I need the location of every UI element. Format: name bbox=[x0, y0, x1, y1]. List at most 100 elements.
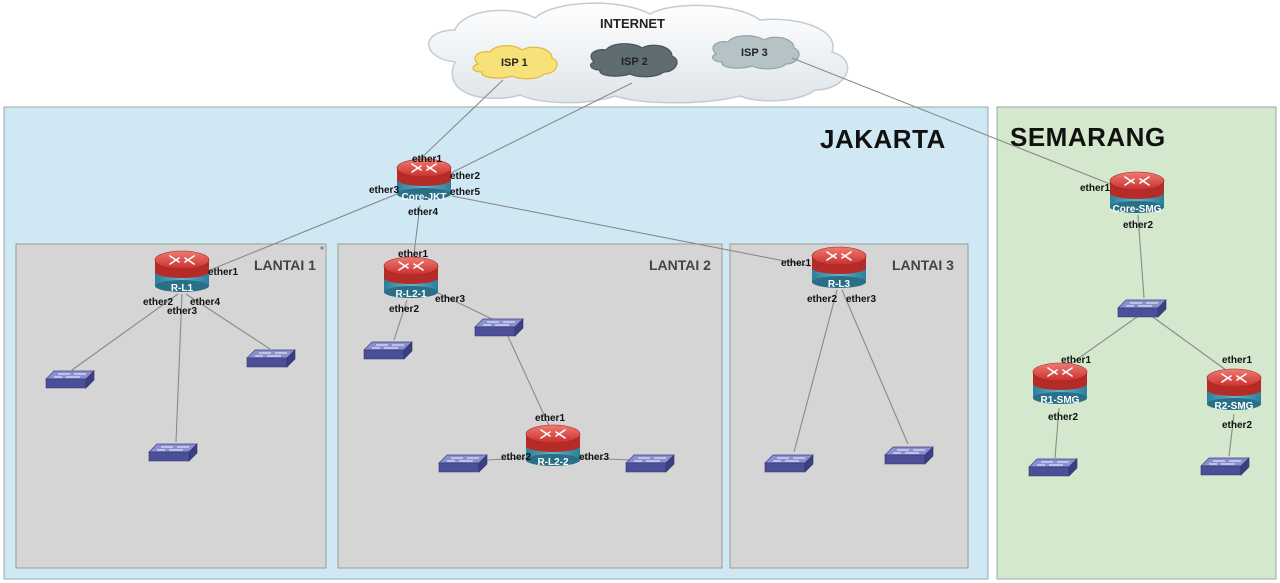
router-arrows-icon bbox=[398, 261, 424, 271]
router-top-rim bbox=[812, 262, 866, 274]
lantai2-area bbox=[337, 243, 723, 569]
switch-side bbox=[85, 370, 95, 389]
switch-sw-l1-mid[interactable] bbox=[148, 443, 198, 462]
lantai3-area bbox=[729, 243, 969, 569]
switch-side bbox=[1240, 457, 1250, 476]
r1-smg-label: R1-SMG bbox=[1040, 395, 1080, 406]
switch-sw-smg-2[interactable] bbox=[1200, 457, 1250, 476]
router-bottom bbox=[812, 276, 866, 288]
router-r2-smg[interactable] bbox=[1206, 368, 1262, 410]
switch-side bbox=[478, 454, 488, 473]
port-label: ether5 bbox=[450, 187, 481, 198]
switch-front bbox=[246, 357, 288, 368]
switch-side bbox=[514, 318, 524, 337]
router-bottom bbox=[526, 454, 580, 466]
link-r-l1-sw-l1-mid bbox=[175, 293, 183, 443]
links-layer bbox=[71, 57, 1235, 461]
isp-3-label: ISP 3 bbox=[741, 47, 768, 59]
port-label: ether1 bbox=[781, 258, 812, 269]
isp-2-cloud[interactable] bbox=[590, 43, 678, 78]
link-isp2-core-jkt bbox=[446, 82, 633, 176]
router-r-l2-1[interactable] bbox=[383, 256, 439, 298]
port-label: ether2 bbox=[1222, 420, 1253, 431]
switch-sw-l3-right[interactable] bbox=[884, 446, 934, 465]
switch-front bbox=[1117, 307, 1159, 318]
switch-arrows-icon bbox=[634, 457, 666, 462]
switch-arrows-icon bbox=[483, 321, 515, 326]
lantai2-title: LANTAI 2 bbox=[649, 257, 711, 273]
switch-side bbox=[804, 454, 814, 473]
port-label: ether4 bbox=[190, 297, 221, 308]
switch-side bbox=[924, 446, 934, 465]
link-core-jkt-r-l3 bbox=[451, 195, 811, 267]
router-core-smg[interactable] bbox=[1109, 171, 1165, 213]
r-l3-label: R-L3 bbox=[827, 279, 851, 290]
isp-1-label: ISP 1 bbox=[501, 57, 528, 69]
link-r-l2-1-sw-l2-b bbox=[435, 291, 495, 321]
port-label: ether1 bbox=[398, 249, 429, 260]
router-bottom bbox=[1207, 398, 1261, 410]
port-label: ether3 bbox=[579, 452, 610, 463]
isp-1-cloud[interactable] bbox=[472, 45, 558, 80]
switch-front bbox=[764, 462, 806, 473]
port-label: ether2 bbox=[501, 452, 532, 463]
router-top-rim bbox=[1033, 378, 1087, 390]
devices-layer bbox=[45, 158, 1262, 477]
router-bottom bbox=[384, 286, 438, 298]
port-label: ether2 bbox=[807, 294, 838, 305]
internet-title: INTERNET bbox=[600, 16, 665, 31]
router-bottom bbox=[397, 188, 451, 200]
router-top-rim bbox=[526, 440, 580, 452]
switch-arrows-icon bbox=[255, 352, 287, 357]
r-l1-label: R-L1 bbox=[170, 283, 194, 294]
switch-front bbox=[148, 451, 190, 462]
r-l2-1-label: R-L2-1 bbox=[395, 289, 427, 300]
switch-side bbox=[188, 443, 198, 462]
link-sw-smg-core-r1-smg bbox=[1061, 311, 1145, 371]
port-label: ether3 bbox=[167, 306, 198, 317]
switch-arrows-icon bbox=[1126, 302, 1158, 307]
switch-sw-l2-b[interactable] bbox=[474, 318, 524, 337]
router-arrows-icon bbox=[540, 429, 566, 439]
link-r-l2-1-sw-l2-a bbox=[393, 299, 408, 341]
port-label: ether2 bbox=[1048, 412, 1079, 423]
switch-sw-l1-left[interactable] bbox=[45, 370, 95, 389]
router-arrows-icon bbox=[411, 163, 437, 173]
switch-sw-smg-core[interactable] bbox=[1117, 299, 1167, 318]
router-top bbox=[396, 158, 452, 178]
isp-3-cloud[interactable] bbox=[712, 35, 800, 70]
switch-arrows-icon bbox=[54, 373, 86, 378]
switch-front bbox=[1200, 465, 1242, 476]
router-bottom bbox=[1110, 201, 1164, 213]
switch-sw-l2-d[interactable] bbox=[625, 454, 675, 473]
router-bottom bbox=[1033, 392, 1087, 404]
router-r-l2-2[interactable] bbox=[525, 424, 581, 466]
link-r-l2-2-sw-l2-d bbox=[579, 457, 633, 461]
switch-front bbox=[1028, 466, 1070, 477]
switch-arrows-icon bbox=[372, 344, 404, 349]
switch-front bbox=[474, 326, 516, 337]
switch-sw-l1-right[interactable] bbox=[246, 349, 296, 368]
port-label: ether3 bbox=[369, 185, 400, 196]
port-label: ether2 bbox=[389, 304, 420, 315]
switch-sw-smg-1[interactable] bbox=[1028, 458, 1078, 477]
link-r-l1-sw-l1-left bbox=[71, 293, 179, 371]
link-r-l3-sw-l3-right bbox=[841, 289, 909, 445]
router-top bbox=[383, 256, 439, 276]
router-r-l3[interactable] bbox=[811, 246, 867, 288]
port-label: ether3 bbox=[435, 294, 466, 305]
switch-arrows-icon bbox=[893, 449, 925, 454]
link-r1-smg-sw-smg-1 bbox=[1054, 407, 1060, 459]
router-top bbox=[1032, 362, 1088, 382]
switch-sw-l2-c[interactable] bbox=[438, 454, 488, 473]
router-arrows-icon bbox=[169, 255, 195, 265]
router-r-l1[interactable] bbox=[154, 250, 210, 292]
switch-side bbox=[665, 454, 675, 473]
router-r1-smg[interactable] bbox=[1032, 362, 1088, 404]
jakarta-title: JAKARTA bbox=[820, 124, 946, 154]
router-core-jkt[interactable] bbox=[396, 158, 452, 200]
router-arrows-icon bbox=[1124, 176, 1150, 186]
port-label: ether1 bbox=[535, 413, 566, 424]
switch-sw-l3-left[interactable] bbox=[764, 454, 814, 473]
switch-sw-l2-a[interactable] bbox=[363, 341, 413, 360]
